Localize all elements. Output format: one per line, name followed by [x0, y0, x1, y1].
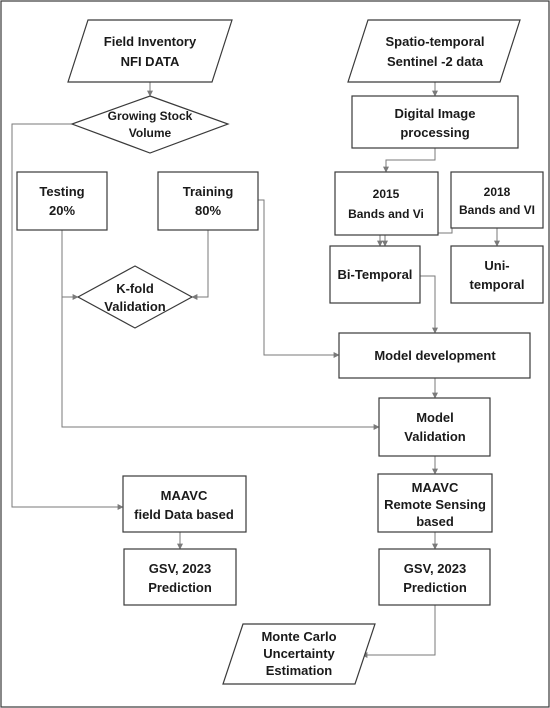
maavc-field-line-2: field Data based [134, 507, 234, 522]
node-gsv-rs-prediction: GSV, 2023 Prediction [378, 548, 491, 606]
node-maavc-remote-sensing: MAAVC Remote Sensing based [377, 473, 493, 533]
monte-carlo-line-1: Monte Carlo [261, 629, 336, 644]
maavc-rs-line-3: based [416, 514, 454, 529]
uni-temporal-line-2: temporal [470, 277, 525, 292]
bands-2018-line-2: Bands and VI [459, 203, 535, 217]
arrow-testing-to-model-validation [61, 230, 380, 430]
monte-carlo-line-2: Uncertainty [263, 646, 335, 661]
node-training: Training 80% [157, 171, 259, 231]
node-field-inventory: Field Inventory NFI DATA [67, 19, 233, 83]
bands-2018-line-1: 2018 [484, 185, 511, 199]
gsv-field-line-1: GSV, 2023 [149, 561, 211, 576]
model-development-label: Model development [374, 348, 496, 363]
kfold-line-2: Validation [104, 299, 165, 314]
node-2015-bands: 2015 Bands and Vi [334, 171, 439, 236]
node-kfold-validation: K-fold Validation [76, 265, 194, 329]
gsv-rs-line-1: GSV, 2023 [404, 561, 466, 576]
bands-2015-line-1: 2015 [373, 187, 400, 201]
maavc-rs-line-2: Remote Sensing [384, 497, 486, 512]
arrow-training-to-kfold [191, 230, 209, 300]
field-inventory-line-1: Field Inventory [104, 34, 197, 49]
connectors [11, 82, 500, 658]
arrow-gsv-rs-to-monte-carlo [361, 605, 436, 658]
node-2018-bands: 2018 Bands and VI [450, 171, 544, 229]
node-growing-stock-volume: Growing Stock Volume [70, 95, 230, 154]
arrow-temporal-to-model-development [420, 275, 438, 334]
node-model-development: Model development [338, 332, 531, 379]
node-sentinel-data: Spatio-temporal Sentinel -2 data [347, 19, 521, 83]
sentinel-line-2: Sentinel -2 data [387, 54, 484, 69]
testing-line-2: 20% [49, 203, 75, 218]
sentinel-line-1: Spatio-temporal [386, 34, 485, 49]
maavc-field-line-1: MAAVC [161, 488, 208, 503]
arrow-training-to-model-development [258, 199, 340, 358]
uni-temporal-line-1: Uni- [484, 258, 509, 273]
bi-temporal-label: Bi-Temporal [338, 267, 413, 282]
model-validation-line-2: Validation [404, 429, 465, 444]
digital-image-line-2: processing [400, 125, 469, 140]
node-bi-temporal: Bi-Temporal [329, 245, 421, 304]
arrow-digital-image-to-2015 [383, 148, 436, 173]
node-gsv-field-prediction: GSV, 2023 Prediction [123, 548, 237, 606]
monte-carlo-line-3: Estimation [266, 663, 333, 678]
node-digital-image-processing: Digital Image processing [351, 95, 519, 149]
field-inventory-line-2: NFI DATA [121, 54, 180, 69]
node-uni-temporal: Uni- temporal [450, 245, 544, 304]
bands-2015-line-2: Bands and Vi [348, 207, 424, 221]
testing-line-1: Testing [39, 184, 84, 199]
training-line-1: Training [183, 184, 234, 199]
growing-stock-line-1: Growing Stock [108, 109, 193, 123]
node-testing: Testing 20% [16, 171, 108, 231]
digital-image-line-1: Digital Image [395, 106, 476, 121]
node-maavc-field: MAAVC field Data based [122, 475, 247, 533]
model-validation-line-1: Model [416, 410, 454, 425]
growing-stock-line-2: Volume [129, 126, 172, 140]
maavc-rs-line-1: MAAVC [412, 480, 459, 495]
kfold-line-1: K-fold [116, 281, 154, 296]
training-line-2: 80% [195, 203, 221, 218]
gsv-rs-line-2: Prediction [403, 580, 467, 595]
arrow-growing-stock-to-maavc-field [11, 123, 124, 510]
node-model-validation: Model Validation [378, 397, 491, 457]
node-monte-carlo: Monte Carlo Uncertainty Estimation [222, 623, 376, 685]
gsv-field-line-2: Prediction [148, 580, 212, 595]
